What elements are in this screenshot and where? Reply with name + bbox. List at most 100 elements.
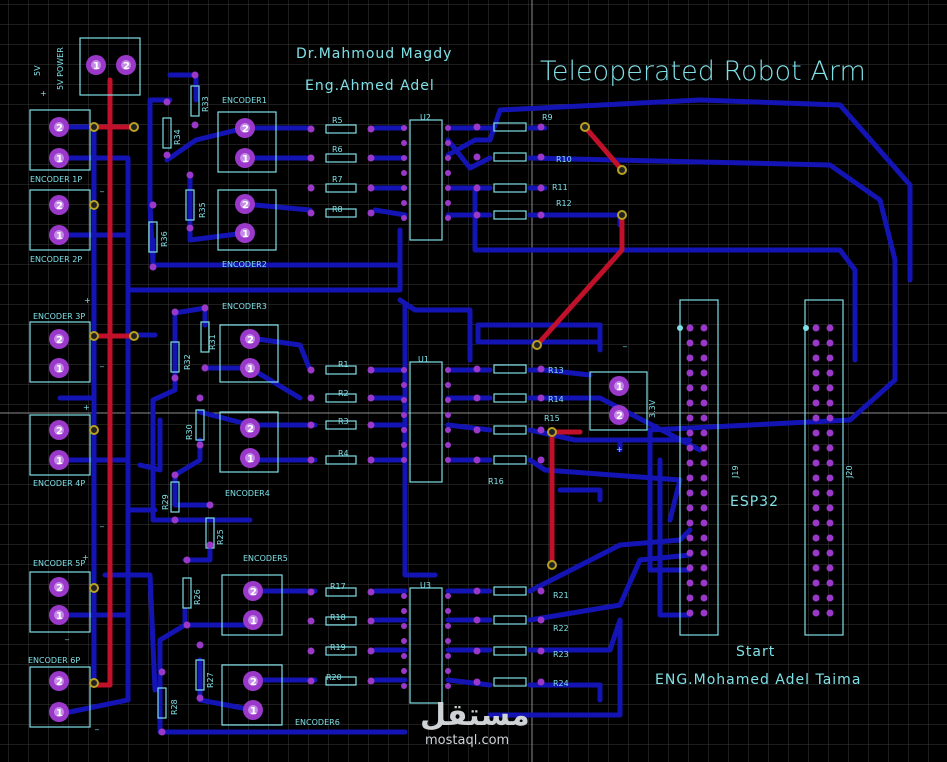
resistor-pad — [537, 394, 545, 402]
resistor-pad — [367, 647, 375, 655]
resistor-label: R33 — [201, 96, 210, 112]
chip-pin — [445, 457, 451, 463]
label-encoder-6p: ENCODER 6P — [28, 656, 80, 665]
header-pin — [700, 324, 708, 332]
svg-text:2: 2 — [56, 583, 63, 594]
resistor-pad — [307, 677, 315, 685]
header-pin — [826, 549, 834, 557]
connector-pad: 1 — [49, 605, 69, 625]
connector-pad: 1 — [49, 450, 69, 470]
svg-text:1: 1 — [56, 154, 63, 165]
chip-pin — [445, 382, 451, 388]
svg-text:2: 2 — [616, 411, 623, 422]
connector-pad: 1 — [240, 448, 260, 468]
svg-text:1: 1 — [247, 364, 254, 375]
chip-pin — [401, 125, 407, 131]
resistor-pad — [367, 209, 375, 217]
connector-pad: 2 — [49, 420, 69, 440]
svg-text:1: 1 — [93, 61, 100, 72]
connector-pad: 2 — [49, 195, 69, 215]
svg-text:_: _ — [99, 518, 105, 527]
svg-text:_: _ — [622, 338, 628, 347]
resistor-pad — [473, 616, 481, 624]
resistor-pad — [149, 201, 157, 209]
resistor-pad — [163, 98, 171, 106]
resistor-label: R6 — [332, 145, 343, 154]
chip-pin — [401, 140, 407, 146]
resistor-pad — [367, 677, 375, 685]
svg-text:+: + — [82, 553, 89, 562]
resistor-pad — [367, 125, 375, 133]
resistor-pad — [171, 471, 179, 479]
resistor-label: R11 — [552, 183, 568, 192]
header-pin — [700, 429, 708, 437]
resistor-pad — [473, 426, 481, 434]
svg-text:1: 1 — [56, 364, 63, 375]
header-pin — [812, 474, 820, 482]
chip-pin — [445, 200, 451, 206]
chip-pin — [445, 412, 451, 418]
resistor-pad — [186, 224, 194, 232]
resistor-pad — [206, 501, 214, 509]
resistor-label: R4 — [338, 449, 349, 458]
resistor-pad — [149, 263, 157, 271]
header-pin-pads — [686, 324, 834, 617]
resistor-label: R27 — [206, 672, 215, 688]
connector-pad: 1 — [609, 376, 629, 396]
svg-text:+: + — [84, 296, 91, 305]
connector-pad: 2 — [243, 581, 263, 601]
svg-text:1: 1 — [250, 706, 257, 717]
polarity-marks: + + + + + _ _ _ _ _ _ — [40, 89, 628, 730]
svg-text:2: 2 — [247, 424, 254, 435]
connector-pad: 1 — [235, 223, 255, 243]
signal-traces — [57, 72, 913, 735]
header-pin — [826, 609, 834, 617]
connector-pad: 2 — [49, 117, 69, 137]
header-pin — [812, 339, 820, 347]
board-title: Teleoperated Robot Arm — [540, 56, 866, 87]
resistor-label: R32 — [183, 354, 192, 370]
resistor-pad — [473, 153, 481, 161]
chip-pin — [401, 668, 407, 674]
svg-text:1: 1 — [56, 708, 63, 719]
resistor-pad — [473, 365, 481, 373]
resistor-label: R1 — [338, 360, 349, 369]
header-pin — [812, 549, 820, 557]
resistor-pad — [307, 184, 315, 192]
svg-text:2: 2 — [56, 335, 63, 346]
resistor-pad — [473, 394, 481, 402]
header-pin — [812, 609, 820, 617]
header-pin — [826, 354, 834, 362]
author-2: Eng.Ahmed Adel — [305, 78, 435, 94]
resistor-pad — [537, 184, 545, 192]
svg-text:1: 1 — [247, 454, 254, 465]
header-pin — [826, 474, 834, 482]
svg-text:2: 2 — [250, 587, 257, 598]
resistor-pad — [473, 184, 481, 192]
connector-pad: 2 — [609, 405, 629, 425]
svg-text:_: _ — [94, 721, 100, 730]
header-pin — [826, 489, 834, 497]
resistor-pad — [158, 668, 166, 676]
connector-pad: 1 — [243, 700, 263, 720]
chip-pin — [445, 397, 451, 403]
header-pin — [812, 429, 820, 437]
resistor-label: R21 — [553, 591, 569, 600]
resistor-pad — [537, 616, 545, 624]
chip-pin — [401, 623, 407, 629]
header-pin — [700, 459, 708, 467]
chip-pin — [401, 367, 407, 373]
header-pin — [812, 324, 820, 332]
label-3v3: 3.3V — [648, 399, 657, 418]
resistor-pad — [307, 394, 315, 402]
resistor-label: R15 — [544, 414, 560, 423]
resistor-pad — [196, 694, 204, 702]
resistor-label: R19 — [330, 643, 346, 652]
svg-text:1: 1 — [616, 382, 623, 393]
header-pin — [700, 489, 708, 497]
header-pin — [700, 534, 708, 542]
connector-pad: 1 — [49, 702, 69, 722]
resistor-label: R30 — [185, 424, 194, 440]
header-pin — [686, 354, 694, 362]
